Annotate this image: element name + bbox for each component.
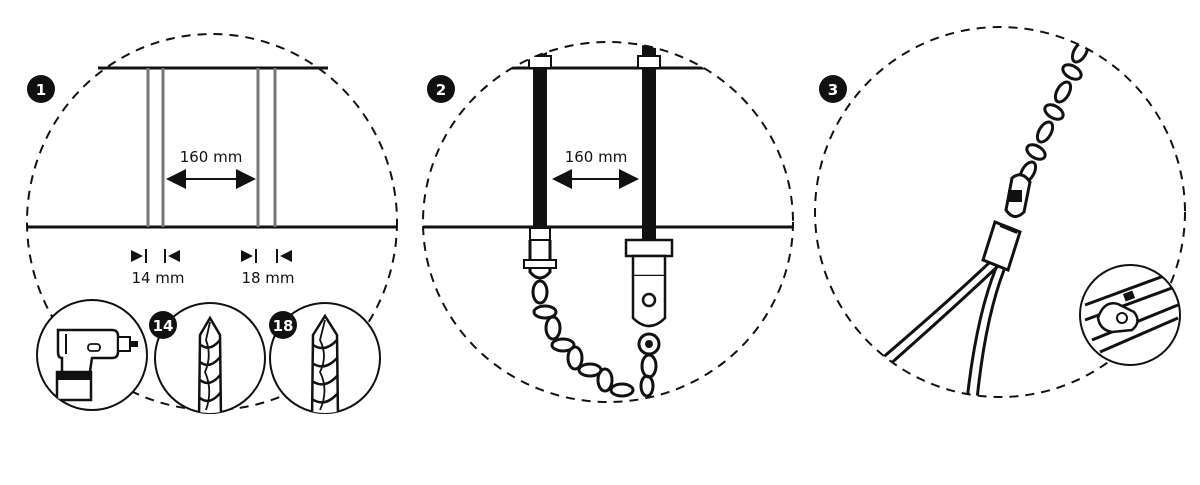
drill-hole-18 <box>256 68 277 227</box>
step-1-badge <box>27 75 55 103</box>
step-3-number: 3 <box>828 81 838 99</box>
chain-icon <box>1018 40 1090 184</box>
drill-bit-18-badge <box>269 311 297 339</box>
swivel-icon <box>624 238 674 356</box>
step-2-number: 2 <box>436 81 446 99</box>
step-2-dashed-circle <box>422 41 794 403</box>
hole-label-18: 18 mm <box>241 269 294 287</box>
threaded-rod-icon <box>637 42 661 240</box>
step-3-dashed-circle <box>814 26 1186 398</box>
step-3-badge <box>819 75 847 103</box>
spacing-label: 160 mm <box>180 148 243 166</box>
spacing-label: 160 mm <box>565 148 628 166</box>
drill-bit-18-label: 18 <box>273 317 294 335</box>
drill-bit-icon <box>269 302 381 414</box>
hole-label-14: 14 mm <box>131 269 184 287</box>
rope-icon <box>879 220 1022 397</box>
hole-width-marker-18 <box>241 249 292 263</box>
step-2-panel: 160 mm 2 <box>422 41 794 403</box>
chain-icon <box>531 279 635 398</box>
shackle-icon <box>523 240 557 280</box>
drill-icon <box>36 299 148 411</box>
step-1-number: 1 <box>36 81 46 99</box>
drill-bit-14-label: 14 <box>153 317 174 335</box>
drill-bit-14-badge <box>149 311 177 339</box>
step-1-panel: 160 mm 14 mm 18 mm 1 <box>26 33 398 414</box>
threaded-rod-icon <box>528 42 552 241</box>
chain-icon <box>639 353 658 398</box>
step-2-badge <box>427 75 455 103</box>
step-3-panel: 3 <box>814 26 1186 398</box>
drill-bit-icon <box>154 302 266 414</box>
hook-detail-icon <box>1079 264 1181 366</box>
drill-hole-14 <box>146 68 165 227</box>
hole-width-marker-14 <box>131 249 180 263</box>
carabiner-icon <box>1004 173 1032 218</box>
